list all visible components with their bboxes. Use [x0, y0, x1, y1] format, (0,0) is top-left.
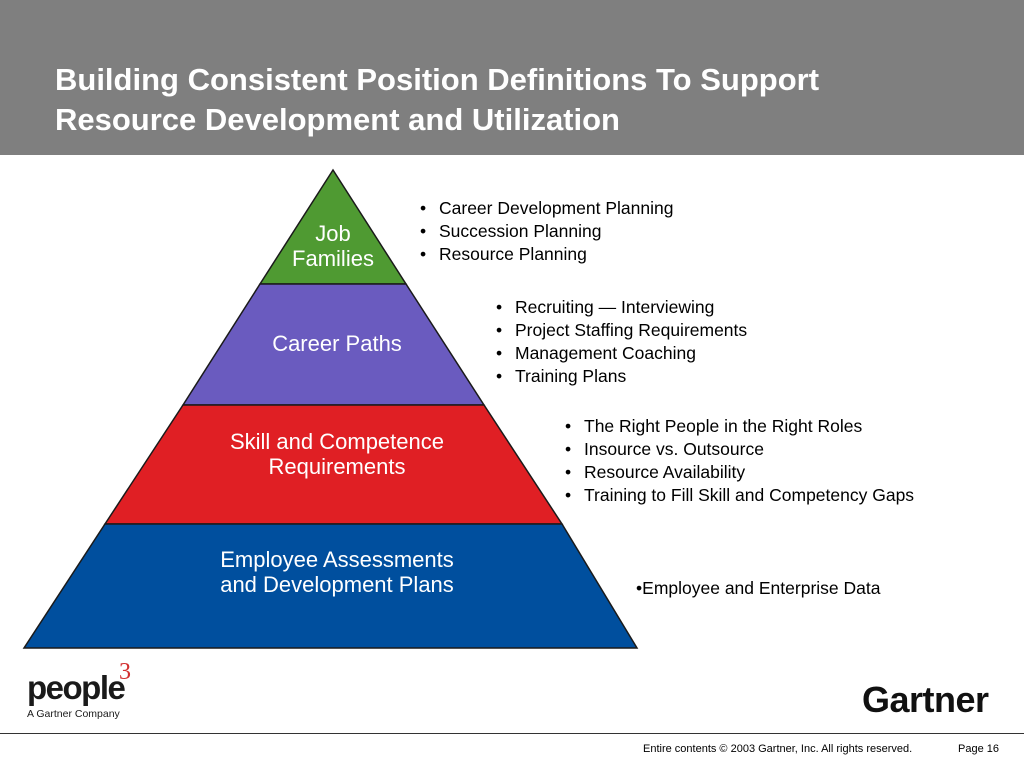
tier-label-skill-competence: Skill and Competence Requirements: [187, 429, 487, 479]
tier-label-career-paths: Career Paths: [217, 331, 457, 356]
slide-title-line-1: Building Consistent Position Definitions…: [55, 62, 820, 97]
gartner-logo: Gartner: [862, 679, 989, 720]
tier-label-employee-assessments-line-2: and Development Plans: [220, 572, 454, 597]
list-item: Resource Planning: [420, 243, 673, 266]
bullet-list-job-families: Career Development Planning Succession P…: [420, 197, 673, 266]
tier-label-skill-competence-line-1: Skill and Competence: [229, 429, 444, 454]
list-item: Training Plans: [496, 365, 747, 388]
list-item: Succession Planning: [420, 220, 673, 243]
tier-label-job-families-line-1: Job: [315, 221, 351, 246]
list-item: Project Staffing Requirements: [496, 319, 747, 342]
list-item: Training to Fill Skill and Competency Ga…: [565, 484, 914, 507]
tier-label-skill-competence-line-2: Requirements: [268, 454, 406, 479]
bullet-list-employee-assessments: Employee and Enterprise Data: [636, 577, 880, 600]
list-item: Employee and Enterprise Data: [636, 577, 880, 600]
pyramid-tier-employee-assessments: [22, 523, 639, 649]
list-item: Resource Availability: [565, 461, 914, 484]
people-logo-tagline: A Gartner Company: [27, 708, 120, 720]
list-item: Career Development Planning: [420, 197, 673, 220]
bullet-list-skill-competence: The Right People in the Right Roles Inso…: [565, 415, 914, 507]
page-number: Page 16: [958, 743, 999, 755]
people3-logo: people 3 A Gartner Company: [27, 659, 147, 724]
people-logo-superscript: 3: [119, 659, 131, 685]
tier-label-job-families-line-2: Families: [292, 246, 374, 271]
tier-label-employee-assessments-line-1: Employee Assessments: [220, 547, 454, 572]
footer-divider: [0, 733, 1024, 734]
list-item: Management Coaching: [496, 342, 747, 365]
slide-title: Building Consistent Position Definitions…: [55, 60, 975, 140]
tier-label-job-families: Job Families: [273, 221, 393, 271]
slide-title-line-2: Resource Development and Utilization: [55, 102, 620, 137]
bullet-list-career-paths: Recruiting — Interviewing Project Staffi…: [496, 296, 747, 388]
list-item: Recruiting — Interviewing: [496, 296, 747, 319]
list-item: The Right People in the Right Roles: [565, 415, 914, 438]
people-logo-word: people: [27, 669, 126, 706]
tier-label-career-paths-line-1: Career Paths: [272, 331, 402, 356]
title-bar: [0, 0, 1024, 155]
footer-copyright: Entire contents © 2003 Gartner, Inc. All…: [643, 743, 913, 755]
list-item: Insource vs. Outsource: [565, 438, 914, 461]
tier-label-employee-assessments: Employee Assessments and Development Pla…: [177, 547, 497, 597]
